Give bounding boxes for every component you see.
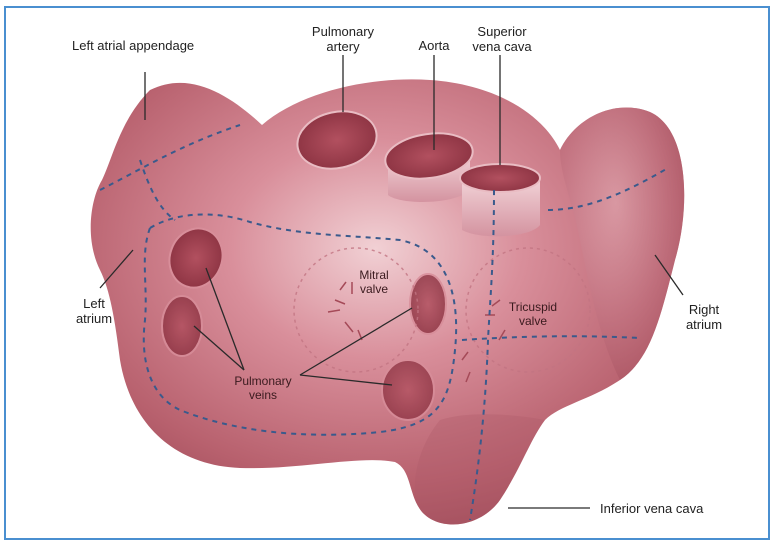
pulmonary-vein-left-lower (162, 296, 202, 356)
label-tricuspid-valve-line2: valve (500, 314, 566, 328)
label-mitral-valve-line1: Mitral (346, 268, 402, 282)
label-left-atrium: Left atrium (66, 296, 122, 326)
label-pulmonary-artery-line1: Pulmonary (300, 24, 386, 39)
label-inferior-vena-cava: Inferior vena cava (600, 501, 703, 516)
label-pulmonary-veins-line1: Pulmonary (222, 374, 304, 388)
label-right-atrium-line2: atrium (672, 317, 736, 332)
svc-opening (460, 164, 540, 192)
label-tricuspid-valve-line1: Tricuspid (500, 300, 566, 314)
label-tricuspid-valve: Tricuspid valve (500, 300, 566, 328)
label-mitral-valve-line2: valve (346, 282, 402, 296)
label-left-atrium-line1: Left (66, 296, 122, 311)
label-aorta: Aorta (410, 38, 458, 53)
label-pulmonary-veins: Pulmonary veins (222, 374, 304, 402)
label-right-atrium: Right atrium (672, 302, 736, 332)
label-svc-line1: Superior (462, 24, 542, 39)
label-svc-line2: vena cava (462, 39, 542, 54)
label-left-atrial-appendage: Left atrial appendage (72, 38, 194, 53)
label-left-atrium-line2: atrium (66, 311, 122, 326)
label-right-atrium-line1: Right (672, 302, 736, 317)
pulmonary-vein-right-lower (382, 360, 434, 420)
label-pulmonary-veins-line2: veins (222, 388, 304, 402)
label-pulmonary-artery: Pulmonary artery (300, 24, 386, 54)
label-superior-vena-cava: Superior vena cava (462, 24, 542, 54)
label-mitral-valve: Mitral valve (346, 268, 402, 296)
label-pulmonary-artery-line2: artery (300, 39, 386, 54)
